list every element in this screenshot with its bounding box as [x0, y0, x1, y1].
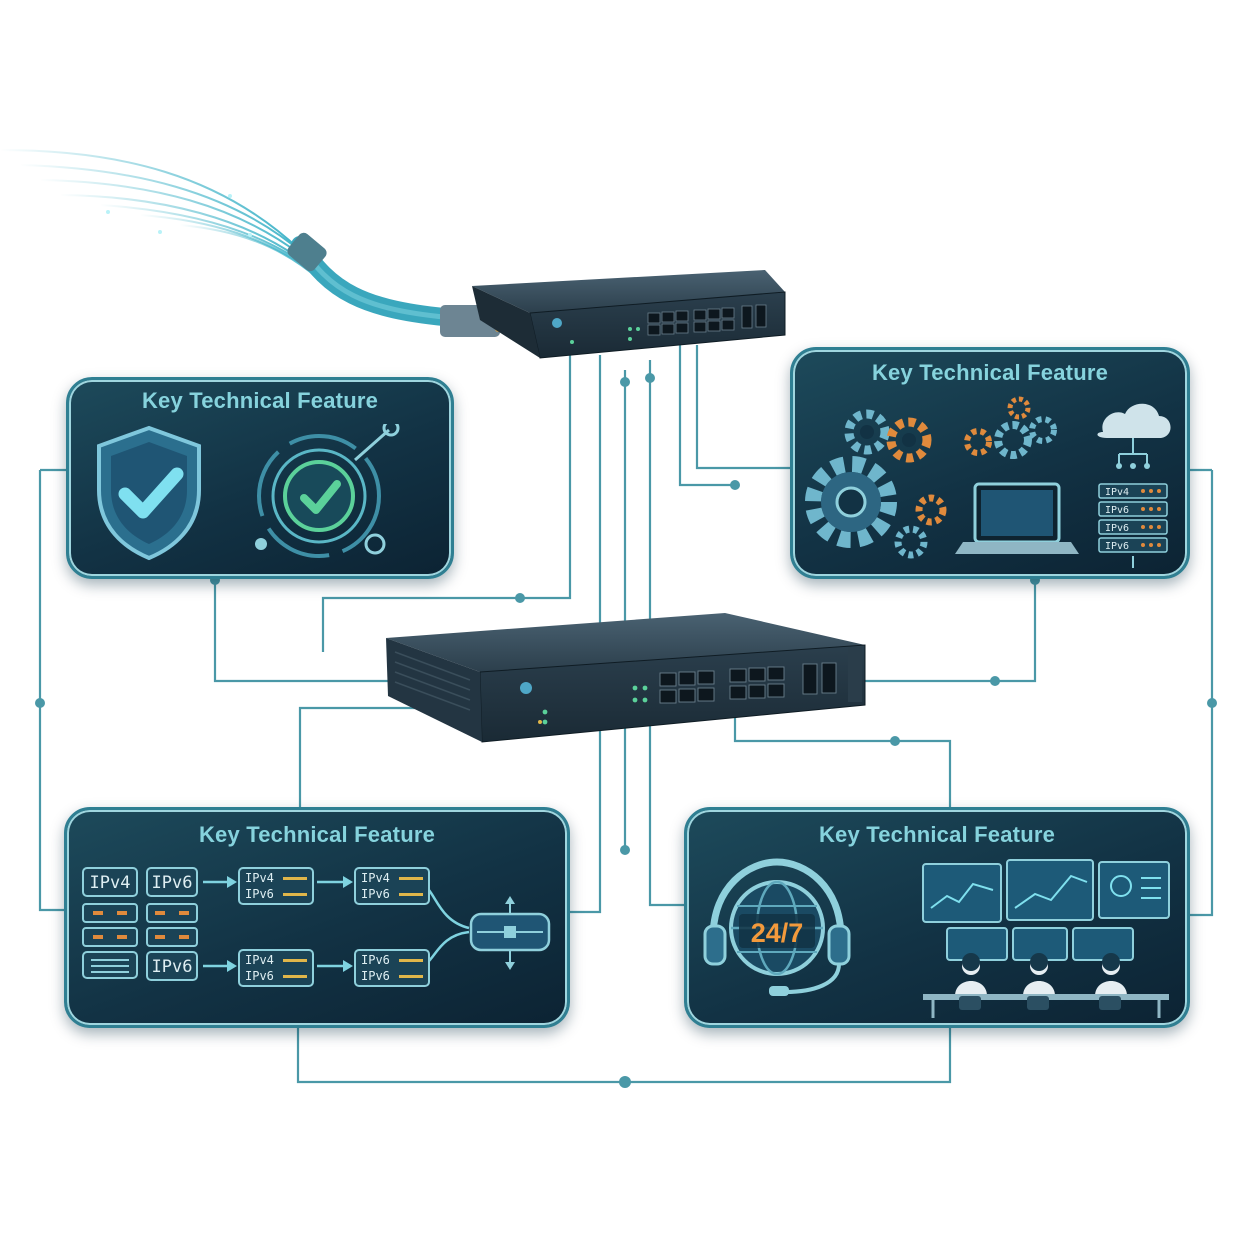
target-check-icon: [255, 424, 400, 558]
status-led: [1157, 489, 1161, 493]
ipv6-label: IPv6: [152, 873, 193, 893]
status-led: [1157, 507, 1161, 511]
shield-check-icon: [97, 425, 201, 561]
globe-icon: 24/7: [729, 880, 825, 976]
feature-card-dual-stack: Key Technical Feature IPv4 IPv6 IPv6: [64, 807, 570, 1028]
ip-chip-label: IPv6: [245, 887, 274, 901]
connector-nodes: [35, 373, 1217, 1088]
ip-chip-label: IPv6: [245, 969, 274, 983]
support-hours-badge: 24/7: [751, 918, 804, 948]
network-switch-top: [472, 270, 786, 359]
ip-chip-label: IPv4: [245, 871, 274, 885]
ipv6-label: IPv6: [152, 957, 193, 977]
ethernet-cable-icon: [0, 149, 517, 337]
server-unit-label: IPv6: [1105, 523, 1129, 534]
status-led: [1149, 525, 1153, 529]
server-unit: [1098, 537, 1168, 553]
ipv-stack-diagram: IPv4 IPv6 IPv6: [82, 867, 551, 987]
cloud-icon: [1097, 403, 1171, 469]
gear-icon: [805, 396, 1057, 559]
feature-card-support: Key Technical Feature 24/7: [684, 807, 1190, 1028]
card-title: Key Technical Feature: [818, 822, 1056, 847]
server-unit-label: IPv4: [1105, 487, 1129, 498]
monitoring-room-icon: [922, 859, 1170, 1018]
headset-icon: [703, 858, 851, 996]
server-unit-label: IPv6: [1105, 541, 1129, 552]
status-led: [1141, 543, 1145, 547]
card-title: Key Technical Feature: [141, 388, 379, 413]
card-title: Key Technical Feature: [198, 822, 436, 847]
ipv4-label: IPv4: [90, 873, 131, 893]
status-led: [1157, 525, 1161, 529]
status-led: [1141, 525, 1145, 529]
status-led: [1149, 543, 1153, 547]
ip-chip-label: IPv4: [361, 871, 390, 885]
status-led: [1141, 489, 1145, 493]
status-led: [1141, 507, 1145, 511]
router-icon: [469, 896, 551, 970]
ip-chip-label: IPv6: [361, 969, 390, 983]
server-unit-label: IPv6: [1105, 505, 1129, 516]
feature-card-automation: Key Technical Feature: [790, 347, 1190, 579]
status-led: [1157, 543, 1161, 547]
laptop-icon: [955, 482, 1079, 554]
ip-chip-label: IPv6: [361, 887, 390, 901]
network-switch-main: [386, 613, 866, 743]
ip-chip-label: IPv4: [245, 953, 274, 967]
status-led: [1149, 507, 1153, 511]
feature-card-security: Key Technical Feature: [66, 377, 454, 579]
ip-chip-label: IPv6: [361, 953, 390, 967]
status-led: [1149, 489, 1153, 493]
card-title: Key Technical Feature: [871, 360, 1109, 385]
server-unit: [1098, 483, 1168, 499]
server-unit: [1098, 501, 1168, 517]
server-unit: [1098, 519, 1168, 535]
